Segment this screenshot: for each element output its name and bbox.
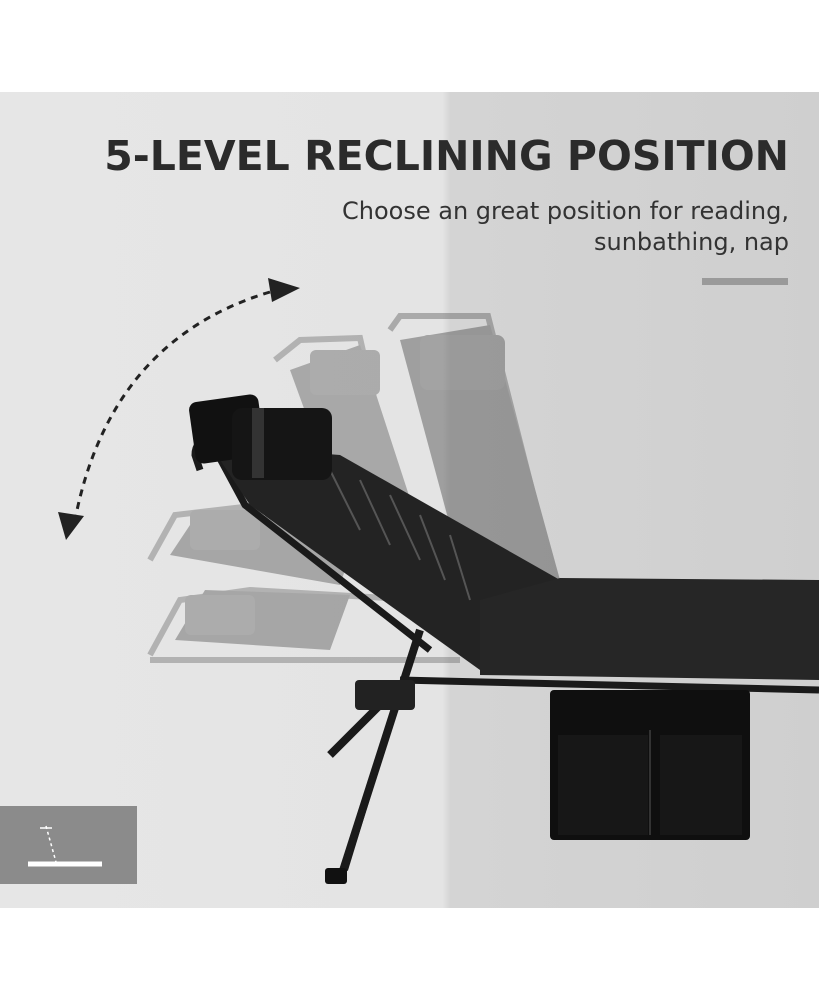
subtitle-line-2: sunbathing, nap <box>593 228 789 256</box>
subtitle-line-1: Choose an great position for reading, <box>342 197 789 225</box>
subtitle: Choose an great position for reading, su… <box>342 196 789 258</box>
hero-panel: 5-LEVEL RECLINING POSITION Choose an gre… <box>0 92 819 908</box>
accent-rule <box>702 278 788 285</box>
curved-double-arrow-icon <box>58 278 300 540</box>
ghost-chair-upright-high <box>387 313 563 601</box>
page-title: 5-LEVEL RECLINING POSITION <box>104 132 789 180</box>
chair-main <box>189 394 819 884</box>
recline-angle-icon <box>28 825 102 867</box>
recline-angle-badge <box>0 806 137 884</box>
